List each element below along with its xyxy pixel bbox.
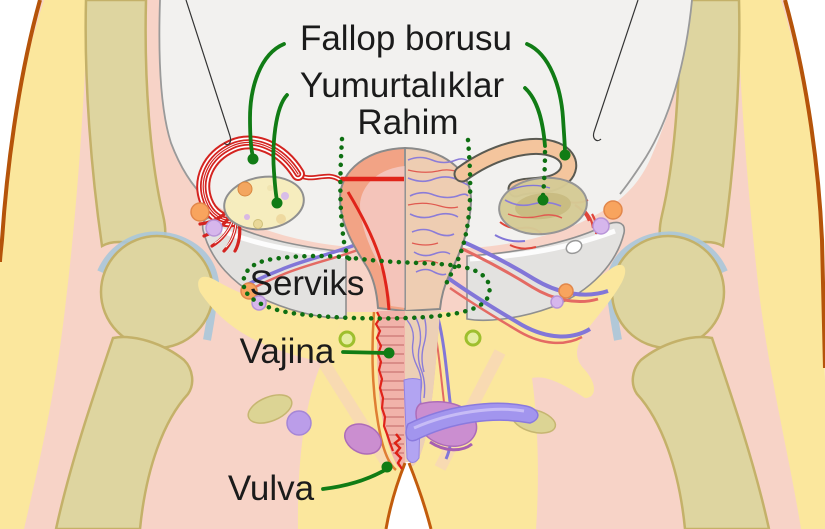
cervix-outline bbox=[241, 253, 492, 321]
ischium-tip-left bbox=[247, 394, 293, 424]
label-uterus: Rahim bbox=[357, 103, 458, 142]
vulva-structures bbox=[247, 378, 557, 463]
reference-lines bbox=[185, 0, 639, 146]
fat-layer-right bbox=[737, 0, 825, 529]
vessel-cross-sections bbox=[190, 200, 623, 311]
leader-vagina bbox=[341, 350, 389, 355]
leader-lines bbox=[248, 42, 567, 491]
levator-band bbox=[405, 402, 539, 442]
leader-ovary-right bbox=[523, 86, 547, 148]
vessel-circle-left bbox=[286, 410, 312, 436]
leader-fallopian-left bbox=[248, 42, 286, 159]
lymph-nodes bbox=[338, 329, 482, 348]
ovary-right bbox=[498, 176, 588, 236]
dotted-outlines bbox=[241, 136, 548, 321]
vulva-opening bbox=[393, 433, 403, 470]
crotch-outline bbox=[384, 433, 433, 529]
leader-vulva bbox=[321, 468, 387, 491]
label-fallopian-tube: Fallop borusu bbox=[300, 19, 512, 58]
skin-outline bbox=[0, 0, 825, 369]
label-vulva: Vulva bbox=[228, 469, 315, 508]
ligament-notch bbox=[565, 239, 583, 255]
leader-dots bbox=[247, 149, 571, 473]
urethra-column bbox=[403, 378, 422, 463]
uterus-outline-left bbox=[338, 136, 353, 263]
ovary-left bbox=[223, 175, 305, 231]
pelvic-bone-left bbox=[54, 0, 220, 529]
broad-ligament-right bbox=[466, 221, 626, 321]
ovary-right-leader-dashed bbox=[540, 149, 548, 199]
muscle-left bbox=[344, 423, 382, 455]
uterus-vessels bbox=[407, 156, 470, 276]
fat-layer-left bbox=[0, 0, 88, 529]
leader-ovary-left bbox=[271, 93, 289, 202]
leader-fallopian-right bbox=[525, 42, 567, 155]
uterine-cavity bbox=[360, 166, 405, 308]
uterus-outline-right bbox=[443, 137, 473, 287]
label-vagina: Vajina bbox=[240, 332, 335, 371]
label-ovaries: Yumurtalıklar bbox=[300, 66, 505, 105]
label-cervix: Serviks bbox=[250, 264, 365, 303]
